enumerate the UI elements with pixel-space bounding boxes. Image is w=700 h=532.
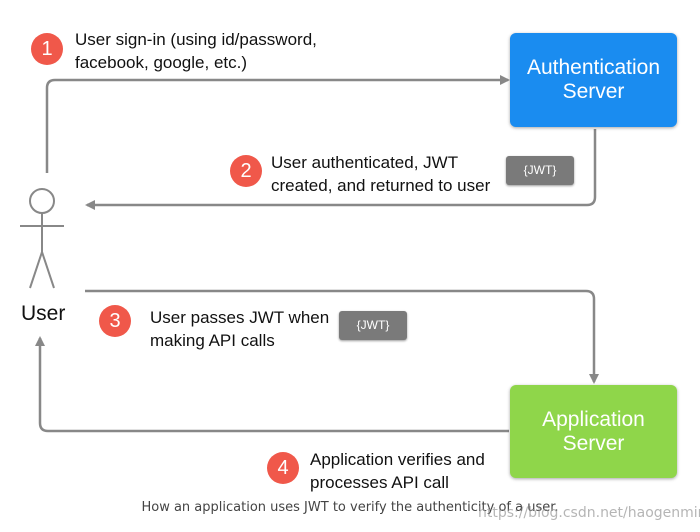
step-3-line2: making API calls xyxy=(150,331,275,350)
jwt-token-badge-1: {JWT} xyxy=(506,156,574,185)
step-1-line2: facebook, google, etc.) xyxy=(75,53,248,72)
step-4-line1: Application verifies and xyxy=(310,450,485,469)
step-3-line1: User passes JWT when xyxy=(150,308,330,327)
app-server-line1: Application xyxy=(542,407,645,431)
arrow-response xyxy=(35,336,509,433)
watermark: https://blog.csdn.net/haogenmin xyxy=(478,505,700,521)
user-label: User xyxy=(21,302,66,325)
app-server-line2: Server xyxy=(562,431,625,455)
step-2-badge: 2 xyxy=(230,155,262,187)
jwt-token-badge-2: {JWT} xyxy=(339,311,407,340)
step-4-badge: 4 xyxy=(267,452,299,484)
authentication-server-box: Authentication Server xyxy=(510,33,677,127)
step-2-line1: User authenticated, JWT xyxy=(271,153,459,172)
step-1-text: User sign-in (using id/password, faceboo… xyxy=(75,28,317,74)
step-2-line2: created, and returned to user xyxy=(271,176,491,195)
auth-server-line2: Server xyxy=(562,80,625,103)
arrow-signin xyxy=(45,75,510,173)
figure-caption: How an application uses JWT to verify th… xyxy=(141,500,559,515)
arrow-jwt-returned xyxy=(85,129,597,210)
step-4-text: Application verifies and processes API c… xyxy=(310,448,485,494)
application-server-box: Application Server xyxy=(510,385,677,478)
user-figure-icon xyxy=(20,188,64,289)
step-4-line2: processes API call xyxy=(310,473,449,492)
auth-server-line1: Authentication xyxy=(526,56,661,79)
step-3-text: User passes JWT when making API calls xyxy=(150,306,329,352)
step-2-text: User authenticated, JWT created, and ret… xyxy=(271,151,490,197)
arrow-api-call xyxy=(85,289,599,384)
step-1-line1: User sign-in (using id/password, xyxy=(75,30,317,49)
step-1-badge: 1 xyxy=(31,33,63,65)
step-3-badge: 3 xyxy=(99,305,131,337)
